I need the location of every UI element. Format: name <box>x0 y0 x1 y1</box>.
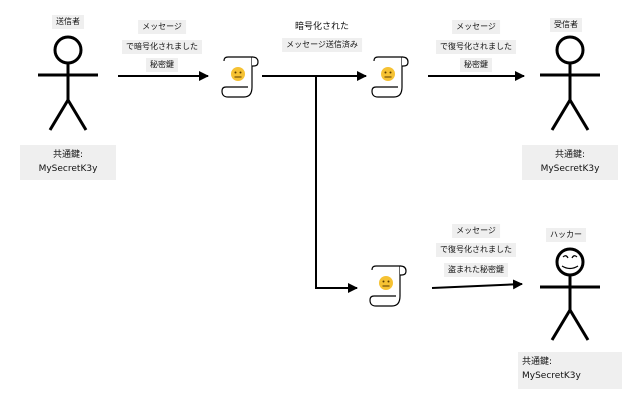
sender-figure <box>38 35 98 131</box>
hacker-title: ハッカー <box>546 228 586 242</box>
receiver-key-label: 共通鍵: <box>554 150 586 160</box>
arrow-branch-to-hacker-scroll <box>315 76 358 293</box>
sender-key-value: MySecretK3y <box>38 164 98 174</box>
hacker-key-value: MySecretK3y <box>522 371 581 381</box>
hacker-arrow-label-line3: 盗まれた秘密鍵 <box>444 263 508 277</box>
receiver-key-value: MySecretK3y <box>540 164 600 174</box>
hacker-key-box: 共通鍵: MySecretK3y <box>518 352 622 389</box>
sender-title: 送信者 <box>52 15 84 29</box>
hacker-arrow-label-line1: メッセージ <box>452 224 500 238</box>
sender-key-box: 共通鍵: MySecretK3y <box>20 145 116 180</box>
sender-key-label: 共通鍵: <box>52 150 84 160</box>
receiver-title: 受信者 <box>550 18 582 32</box>
encrypted-label-line2: メッセージ送信済み <box>282 38 362 52</box>
sender-arrow-label-line3: 秘密鍵 <box>146 58 178 72</box>
receiver-arrow-label-line3: 秘密鍵 <box>460 58 492 72</box>
receiver-arrow-label-line2: で復号化されました <box>436 40 516 54</box>
hacker-key-label: 共通鍵: <box>522 357 553 367</box>
encrypted-label-line1: 暗号化された <box>294 22 350 32</box>
receiver-key-box: 共通鍵: MySecretK3y <box>522 145 618 180</box>
arrow-hacker-scroll-to-hacker <box>431 279 523 290</box>
sender-arrow-label-line1: メッセージ <box>138 20 186 34</box>
sender-arrow-label-line2: で暗号化されました <box>122 40 202 54</box>
hacker-figure <box>540 247 600 341</box>
receiver-figure <box>540 35 600 131</box>
scroll-icon-intercepted <box>369 265 407 307</box>
hacker-face <box>561 255 579 270</box>
hacker-arrow-label-line2: で復号化されました <box>436 243 516 257</box>
scroll-icon-original <box>221 56 259 98</box>
receiver-arrow-label-line1: メッセージ <box>452 20 500 34</box>
scroll-icon-encrypted <box>371 56 409 98</box>
